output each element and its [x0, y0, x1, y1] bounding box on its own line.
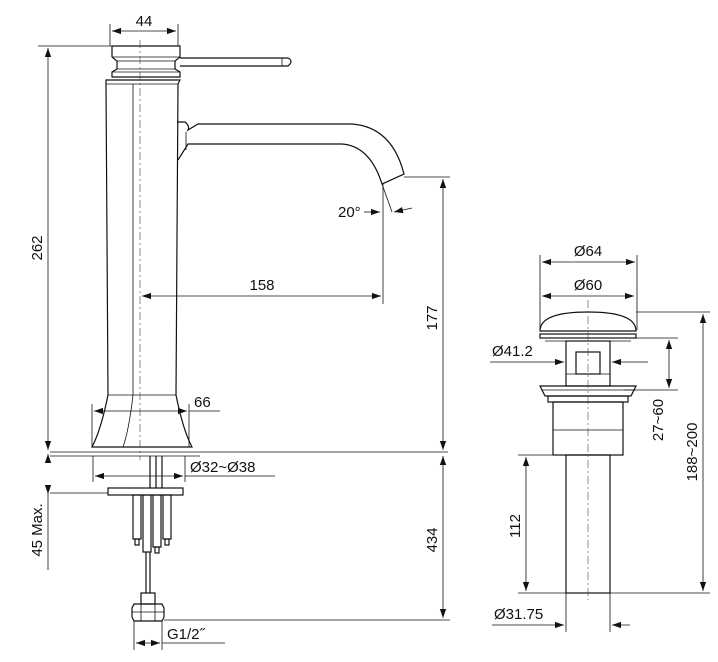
dim-top-width-label: 44 [136, 13, 153, 30]
dim-total-height: 262 [29, 45, 112, 450]
dim-hole-diameter-label: Ø32~Ø38 [190, 459, 255, 476]
dim-hose-length-label: 434 [424, 527, 441, 552]
faucet-handle [111, 45, 292, 78]
faucet-spout [177, 121, 405, 185]
faucet-body [91, 79, 193, 448]
dim-spout-angle-label: 20° [338, 204, 361, 221]
drain-drawing: Ø64 Ø60 Ø41.2 27~60 188~200 [490, 243, 710, 632]
dim-tail-diameter-label: Ø31.75 [494, 606, 543, 623]
dim-cap-outer-label: Ø64 [574, 243, 602, 260]
dim-thread: G1/2˝ [133, 621, 225, 650]
faucet-drawing: 44 262 20° 158 177 [29, 13, 450, 650]
dim-hose-length: 434 [164, 456, 450, 621]
dim-hole-diameter: Ø32~Ø38 [92, 456, 275, 482]
dim-spout-height: 177 [404, 176, 450, 450]
dim-total-length: 188~200 [610, 311, 710, 594]
dim-spout-angle: 20° [338, 183, 413, 221]
dim-base-diameter: 66 [91, 394, 220, 447]
dim-top-width: 44 [109, 13, 179, 46]
dim-cap-outer: Ø64 [539, 243, 638, 330]
dim-spout-height-label: 177 [424, 305, 441, 330]
dim-stem-label: Ø41.2 [492, 343, 533, 360]
dim-total-length-label: 188~200 [684, 423, 701, 482]
dim-tail-length: 112 [507, 454, 566, 594]
dim-spout-reach-label: 158 [249, 277, 274, 294]
hose-connector [131, 592, 165, 622]
dim-tail-length-label: 112 [507, 514, 524, 538]
dim-adjust-range: 27~60 [624, 337, 678, 441]
dim-total-height-label: 262 [29, 235, 46, 260]
dim-adjust-range-label: 27~60 [650, 399, 667, 441]
dim-spout-reach: 158 [142, 184, 384, 304]
dim-cap-inner: Ø60 [542, 277, 634, 300]
dim-cap-inner-label: Ø60 [574, 277, 602, 294]
dim-deck-thickness-label: 45 Max. [29, 503, 46, 556]
mounting-hardware [132, 456, 172, 593]
dim-thread-label: G1/2˝ [167, 626, 206, 643]
dim-deck-thickness: 45 Max. [29, 454, 52, 570]
dim-stem: Ø41.2 [490, 343, 648, 366]
drain-stem [565, 340, 611, 387]
dim-base-diameter-label: 66 [194, 394, 211, 411]
dim-tail-diameter: Ø31.75 [492, 593, 630, 632]
